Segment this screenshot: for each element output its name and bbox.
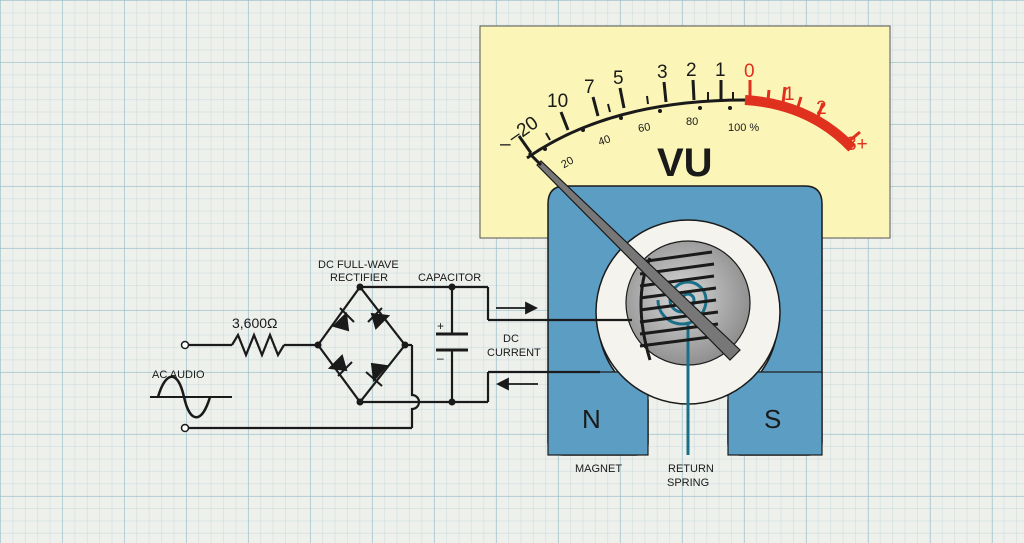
db-label-1: 1 bbox=[715, 60, 726, 81]
circuit-wires bbox=[188, 283, 632, 430]
pct-label-100: 100 % bbox=[728, 122, 759, 134]
diode-bridge bbox=[327, 307, 391, 387]
ac-audio-label: AC AUDIO bbox=[152, 369, 205, 381]
dc-current-label-line1: DC bbox=[503, 333, 519, 345]
capacitor-label: CAPACITOR bbox=[418, 272, 481, 284]
meter-title: VU bbox=[657, 141, 713, 185]
db-label-3: 3 bbox=[657, 62, 668, 83]
terminal-bottom bbox=[180, 423, 190, 433]
resistor-label: 3,600Ω bbox=[232, 315, 278, 331]
scale-ticks bbox=[517, 79, 734, 154]
capacitor-minus: – bbox=[437, 351, 444, 365]
return-spring bbox=[656, 280, 708, 455]
pole-n-label: N bbox=[582, 404, 601, 434]
ac-waveform-icon bbox=[150, 375, 232, 419]
db-label-2: 2 bbox=[686, 60, 697, 81]
current-arrows bbox=[495, 301, 539, 391]
db-label-0: 0 bbox=[744, 61, 755, 82]
return-spring-label-line2: SPRING bbox=[667, 477, 709, 489]
pct-label-60: 60 bbox=[637, 121, 651, 135]
db-label-minus: – bbox=[500, 134, 511, 155]
return-spring-label-line1: RETURN bbox=[668, 463, 714, 475]
scale-arc-red bbox=[744, 95, 856, 152]
db-label-7: 7 bbox=[584, 77, 595, 98]
db-label-plus-2: 2 bbox=[816, 98, 827, 119]
pointer-tip bbox=[527, 151, 543, 167]
dc-current-label-line2: CURRENT bbox=[487, 347, 541, 359]
db-label-plus-1: 1 bbox=[784, 84, 795, 105]
pct-label-40: 40 bbox=[597, 133, 613, 148]
db-label-5: 5 bbox=[613, 68, 624, 89]
capacitor-plus: + bbox=[437, 319, 444, 333]
pole-n-block bbox=[547, 371, 649, 456]
terminal-top bbox=[180, 340, 190, 350]
scale-ticks-red bbox=[748, 80, 861, 144]
rectifier-label-line1: DC FULL-WAVE bbox=[318, 259, 399, 271]
db-label-plus-3: 3+ bbox=[846, 134, 868, 155]
magnet-label: MAGNET bbox=[575, 463, 622, 475]
scale-dots bbox=[543, 106, 732, 151]
scale-arc-black bbox=[526, 98, 746, 160]
rectifier-label-line2: RECTIFIER bbox=[330, 272, 388, 284]
pole-s-label: S bbox=[764, 404, 781, 434]
pct-label-20: 20 bbox=[559, 155, 576, 172]
pct-label-80: 80 bbox=[686, 116, 698, 128]
db-label-10: 10 bbox=[547, 91, 568, 112]
